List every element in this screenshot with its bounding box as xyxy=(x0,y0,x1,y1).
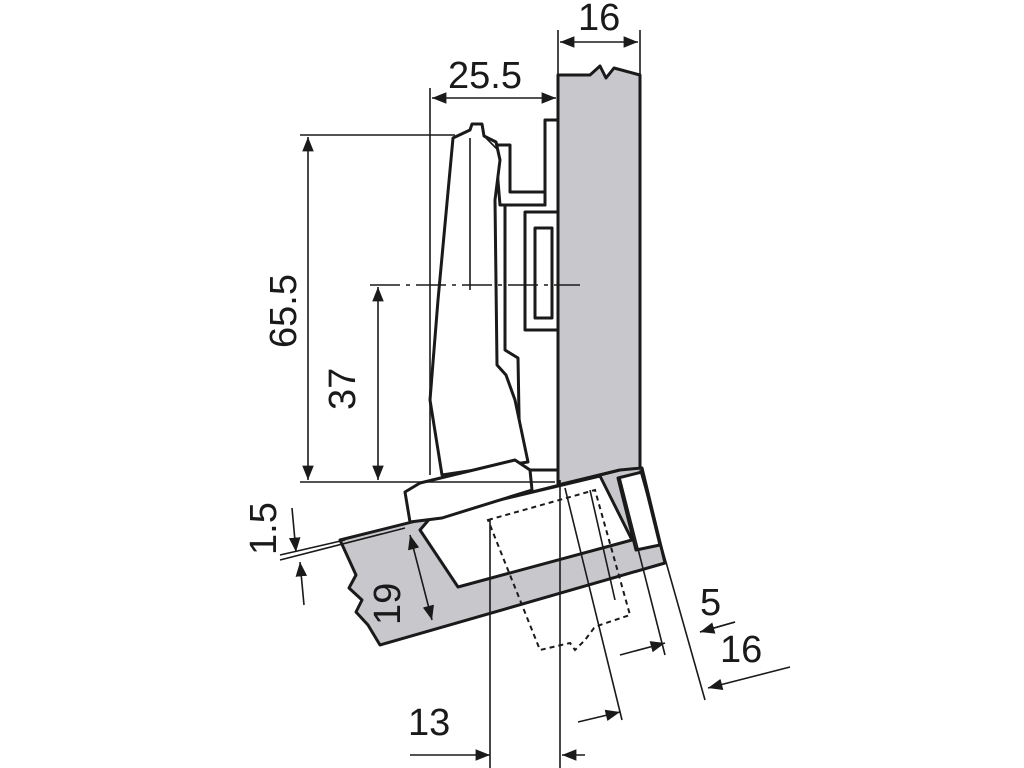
dimension-1-5: 1.5 xyxy=(243,502,406,606)
dimension-65-5: 65.5 xyxy=(263,137,314,480)
mounting-plate xyxy=(493,118,560,472)
dimension-25-5: 25.5 xyxy=(429,55,556,475)
label-gap: 1.5 xyxy=(243,502,285,555)
extension-lines xyxy=(564,469,706,721)
label-door-thickness: 19 xyxy=(367,583,409,625)
dimension-13: 13 xyxy=(408,480,585,768)
hinge-cup xyxy=(403,458,632,652)
dimension-top-16: 16 xyxy=(557,0,641,75)
dimension-16-lower: 16 xyxy=(577,629,791,723)
dimension-5: 5 xyxy=(619,582,736,656)
dimension-19: 19 xyxy=(367,534,434,625)
center-lines xyxy=(300,134,580,483)
label-edge-large: 16 xyxy=(720,629,762,671)
label-bottom-offset: 13 xyxy=(408,702,450,744)
hinge-arm xyxy=(428,122,530,477)
label-edge-small: 5 xyxy=(700,582,721,624)
label-cup-offset: 25.5 xyxy=(448,55,522,97)
cabinet-side-panel xyxy=(556,64,642,487)
label-side-thickness: 16 xyxy=(578,0,620,39)
label-hinge-height: 65.5 xyxy=(263,274,305,348)
label-center-height: 37 xyxy=(322,368,364,410)
dimension-37: 37 xyxy=(322,287,384,480)
